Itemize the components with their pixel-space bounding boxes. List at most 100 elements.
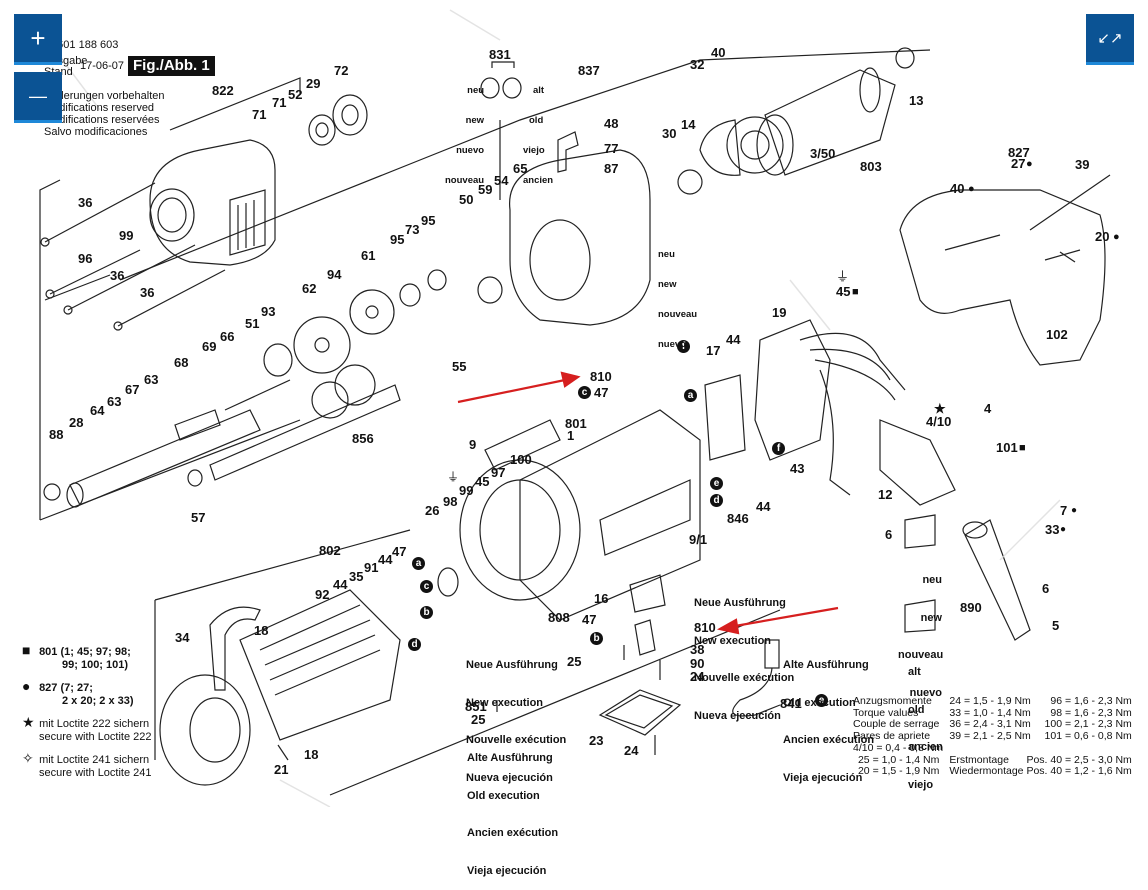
connector-d-marker: d <box>710 494 723 507</box>
part-label-100: 100 <box>510 452 532 467</box>
part-label-24: 24 <box>690 669 705 684</box>
part-label-39: 39 <box>1075 157 1090 172</box>
part-label-7: 7 <box>1060 503 1068 518</box>
cable-bundle <box>799 332 906 496</box>
cover-23 <box>598 689 682 736</box>
part-label-36: 36 <box>110 268 125 283</box>
connector-e-marker: e <box>710 477 723 490</box>
connector-f-marker: f <box>772 442 785 455</box>
part-label-841: 841 <box>780 696 802 711</box>
part-label-19: 19 <box>772 305 787 320</box>
plus-icon: + <box>30 22 46 53</box>
note-851-old-execution: Alte Ausführung Old execution Ancien exé… <box>467 752 559 877</box>
part-label-810: 810 <box>694 620 716 635</box>
part-label-801: 801 <box>565 416 587 431</box>
part-label-45: 45 <box>836 284 851 299</box>
part-label-33: 33 <box>1045 522 1060 537</box>
circle-marker-icon: ● <box>1071 505 1078 516</box>
bearing-30 <box>677 169 703 195</box>
switch-48 <box>557 131 579 173</box>
part-label-38: 38 <box>690 642 705 657</box>
modifications-de: Änderungen vorbehalten <box>44 90 165 102</box>
field-coil-802 <box>239 589 401 741</box>
part-label-1: 1 <box>567 428 575 443</box>
part-label-9-1: 9/1 <box>689 532 708 547</box>
nameplate-9 <box>484 419 561 471</box>
note-810-new-execution: Neue Ausführung New execution Nouvelle e… <box>694 597 795 722</box>
part-label-856: 856 <box>352 431 374 446</box>
legend-circle: ● 827 (7; 27; 2 x 20; 2 x 33) <box>22 678 134 707</box>
part-label-87: 87 <box>604 161 619 176</box>
group-line-bottom <box>154 529 781 796</box>
minus-icon: — <box>29 85 47 106</box>
part-label-44: 44 <box>378 552 393 567</box>
cover-34 <box>159 674 251 786</box>
housing-837 <box>509 149 651 326</box>
part-label-44: 44 <box>333 577 348 592</box>
modifications-fr: Modifications reservées <box>44 114 160 126</box>
part-label-64: 64 <box>90 403 105 418</box>
bush-93 <box>263 343 293 377</box>
part-label-50: 50 <box>459 192 474 207</box>
part-label-32: 32 <box>690 57 705 72</box>
screw-20 <box>1059 251 1076 263</box>
screw-36c <box>117 269 226 327</box>
part-number: 3 601 188 603 <box>48 39 119 51</box>
note-890-old: alt old ancien viejo <box>908 666 943 791</box>
square-marker-icon: ■ <box>852 286 859 298</box>
part-label-88: 88 <box>49 427 64 442</box>
ground-symbol-icon: ⏚ <box>836 269 850 284</box>
switch-17 <box>704 374 746 461</box>
exploded-diagram <box>39 9 1111 807</box>
connector-d-marker: d <box>408 638 421 651</box>
part-label-34: 34 <box>175 630 190 645</box>
zoom-out-button[interactable]: — <box>14 72 62 123</box>
part-label-17: 17 <box>706 343 721 358</box>
part-label-846: 846 <box>727 511 749 526</box>
oring-88 <box>43 483 61 501</box>
part-label-48: 48 <box>604 116 619 131</box>
connector-b-marker: b <box>420 606 433 619</box>
part-label-71: 71 <box>252 107 267 122</box>
circle-symbol-icon: ● <box>22 678 31 694</box>
modifications-en: Modifications reserved <box>44 102 155 114</box>
part-label-62: 62 <box>302 281 317 296</box>
part-label-21: 21 <box>274 762 289 777</box>
circle-marker-icon: ● <box>1113 231 1120 243</box>
part-label-67: 67 <box>125 382 140 397</box>
terminal-block-6 <box>904 514 936 549</box>
spring-21 <box>277 744 289 761</box>
gear-housing-822 <box>149 139 276 266</box>
part-label-95: 95 <box>390 232 405 247</box>
part-label-47: 47 <box>582 612 597 627</box>
note-831-new: neu new nuevo nouveau <box>445 85 485 186</box>
part-label-95: 95 <box>421 213 436 228</box>
zoom-in-button[interactable]: + <box>14 14 62 65</box>
circle-marker-icon: ● <box>1026 158 1033 170</box>
part-label-43: 43 <box>790 461 805 476</box>
ground-symbol-icon: ⏚ <box>447 470 460 484</box>
connector-b-marker: b <box>590 632 603 645</box>
part-label-9: 9 <box>469 437 477 452</box>
square-marker-icon: ■ <box>1019 442 1026 454</box>
part-label-98: 98 <box>443 494 458 509</box>
gear-14 <box>726 116 784 174</box>
seal-831-new <box>480 77 500 99</box>
screw-36a <box>44 182 156 243</box>
bearing-13 <box>895 47 915 69</box>
part-label-90: 90 <box>690 656 705 671</box>
part-label-808: 808 <box>548 610 570 625</box>
legend-diamond: ✧ mit Loctite 241 sichern secure with Lo… <box>22 750 152 779</box>
part-label-3-50: 3/50 <box>810 146 836 161</box>
terminal-block-890 <box>904 599 936 633</box>
collapse-button[interactable]: ↙↗ <box>1086 14 1134 65</box>
part-label-24: 24 <box>624 743 639 758</box>
part-label-29: 29 <box>306 76 321 91</box>
part-label-25: 25 <box>471 712 486 727</box>
part-label-63: 63 <box>144 372 159 387</box>
part-label-40: 40 <box>950 181 965 196</box>
